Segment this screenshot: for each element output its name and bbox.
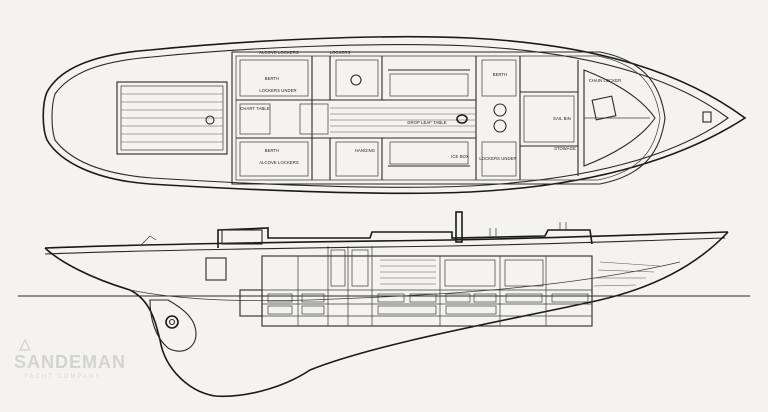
room-label: ICE BOX <box>451 154 469 159</box>
sheer-line <box>44 231 729 249</box>
room-label: LOCKERS UNDER <box>259 88 296 93</box>
hull-profile <box>44 231 729 398</box>
room-label: DROP LEAF TABLE <box>407 120 446 125</box>
room-label: BERTH <box>265 148 280 153</box>
forehatch <box>591 95 617 121</box>
cabin-trunk <box>217 227 593 248</box>
plan-deck-line <box>51 44 729 188</box>
cabin-outline <box>231 51 666 185</box>
room-label: SAIL BIN <box>553 116 571 121</box>
room-label: STOWAGE <box>554 146 576 151</box>
galley-sink <box>493 103 507 117</box>
room-label: LOCKERS <box>330 50 351 55</box>
mast-step <box>456 114 468 124</box>
plan-hull-outline <box>42 35 747 195</box>
propeller <box>165 315 179 329</box>
head-toilet <box>350 74 362 86</box>
wheel-post <box>205 115 215 125</box>
room-label: ALCOVE LOCKERS <box>259 50 299 55</box>
cockpit <box>116 81 228 155</box>
brand-logo: SANDEMAN YACHT COMPANY <box>6 338 136 392</box>
companionway <box>221 229 263 245</box>
room-label: BERTH <box>493 72 508 77</box>
room-label: CHAIN LOCKER <box>589 78 622 83</box>
brand-name: SANDEMAN <box>14 352 127 372</box>
room-label: LOCKERS UNDER <box>479 156 516 161</box>
mast-stub <box>455 211 463 243</box>
brand-tagline: YACHT COMPANY <box>24 374 102 380</box>
rudder <box>149 299 197 352</box>
room-label: CHART TABLE <box>240 106 270 111</box>
interior-section <box>261 255 593 327</box>
room-label: BERTH <box>265 76 280 81</box>
room-label: HANGING <box>355 148 375 153</box>
plan-labels: ALCOVE LOCKERS LOCKERS BERTH LOCKERS UNDER C… <box>240 50 621 165</box>
engine-box <box>239 289 263 317</box>
anchor-icon <box>19 338 31 351</box>
bow-fitting <box>702 111 712 123</box>
profile-view <box>18 211 750 398</box>
room-label: ALCOVE LOCKERS <box>259 160 299 165</box>
deck-plan: ALCOVE LOCKERS LOCKERS BERTH LOCKERS UNDER C… <box>42 35 747 195</box>
